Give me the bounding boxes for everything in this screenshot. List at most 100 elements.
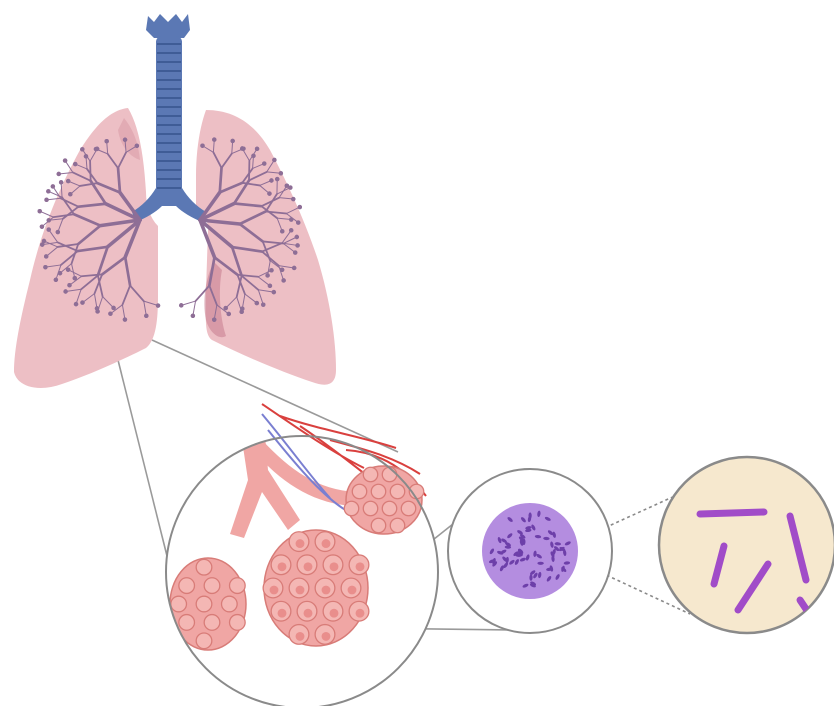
bronchiole-tip (63, 289, 67, 293)
alveolus (230, 578, 246, 594)
alveoli-cluster-right (263, 530, 369, 646)
granuloma-zoom (448, 469, 612, 633)
bronchiole-tip (223, 306, 227, 310)
bronchiole-tip (255, 147, 259, 151)
bacillus-rod (700, 512, 764, 514)
right-lung-lobe (196, 110, 336, 385)
trachea-top (146, 14, 190, 38)
alveolus (230, 615, 246, 631)
alveoli-zoom (166, 400, 438, 706)
alveolus-lumen (330, 609, 339, 618)
bronchiole-tip (44, 198, 48, 202)
zoom-line-lung-left (118, 360, 168, 560)
bronchiole-tip (295, 243, 299, 247)
alveolus (363, 501, 377, 515)
bronchiole-tip (66, 179, 70, 183)
granuloma-dot (537, 562, 543, 565)
bronchiole-tip (80, 300, 84, 304)
bronchiole-tip (51, 184, 55, 188)
bronchiole-tip (123, 138, 127, 142)
bronchiole-tip (288, 185, 292, 189)
alveolus-lumen (322, 539, 331, 548)
alveolus (363, 467, 377, 481)
alveolus-lumen (330, 562, 339, 571)
alveolus (382, 467, 396, 481)
bronchiole-tip (57, 172, 61, 176)
alveolus (390, 518, 404, 532)
alveolus-lumen (356, 562, 365, 571)
bronchiole-tip (56, 230, 60, 234)
bronchiole-tip (255, 301, 259, 305)
bronchiole-tip (227, 312, 231, 316)
bronchiole-tip (291, 197, 295, 201)
alveolus-lumen (278, 609, 287, 618)
bronchiole-tip (156, 303, 160, 307)
bronchiole-tip (240, 146, 244, 150)
bronchus-segment (220, 168, 222, 192)
alveolus (401, 501, 415, 515)
granuloma-dot (528, 512, 531, 518)
bronchiole-tip (66, 267, 70, 271)
bronchiole-tip (40, 224, 44, 228)
bronchiole-tip (54, 278, 58, 282)
bronchiole-tip (292, 266, 296, 270)
bronchiole-tip (95, 306, 99, 310)
alveolus (179, 615, 195, 631)
bronchiole-tip (298, 205, 302, 209)
bronchus-segment (181, 301, 195, 305)
bronchiole-tip (38, 209, 42, 213)
bronchiole-tip (47, 227, 51, 231)
bronchiole-tip (46, 189, 50, 193)
alveolus-lumen (296, 586, 305, 595)
bronchiole-tip (135, 144, 139, 148)
bronchiole-tip (43, 265, 47, 269)
bronchiole-tip (281, 278, 285, 282)
alveolus (371, 518, 385, 532)
alveolus (352, 484, 366, 498)
bronchus-segment (90, 161, 91, 181)
bronchiole-tip (289, 228, 293, 232)
alveolus-lumen (296, 539, 305, 548)
bronchiole-tip (212, 317, 216, 321)
bronchiole-tip (108, 312, 112, 316)
alveolus (344, 501, 358, 515)
bronchiole-tip (261, 302, 265, 306)
bronchus-segment (193, 301, 196, 316)
alveolus-lumen (296, 632, 305, 641)
alveolus-lumen (322, 632, 331, 641)
bronchiole-tip (272, 158, 276, 162)
lungs (14, 14, 336, 388)
bronchiole-tip (179, 303, 183, 307)
bronchiole-tip (59, 180, 63, 184)
bronchiole-tip (212, 137, 216, 141)
alveolus-lumen (270, 586, 279, 595)
bronchiole-tip (275, 177, 279, 181)
bacilli-zoom (659, 457, 834, 633)
bronchiole-tip (67, 283, 71, 287)
alveolus (196, 596, 212, 612)
alveolus-lumen (304, 609, 313, 618)
alveolus (171, 596, 187, 612)
bronchiole-tip (272, 290, 276, 294)
bronchiole-tip (267, 191, 271, 195)
alveolus-lumen (278, 562, 287, 571)
alveolus-lumen (304, 562, 313, 571)
bronchiole-tip (63, 158, 67, 162)
bronchiole-tip (40, 242, 44, 246)
bronchiole-tip (44, 254, 48, 258)
bronchiole-tip (74, 302, 78, 306)
alveolus (196, 559, 212, 575)
bronchiole-tip (104, 139, 108, 143)
bronchiole-tip (68, 192, 72, 196)
bronchiole-tip (73, 162, 77, 166)
bronchiole-tip (95, 147, 99, 151)
bronchiole-tip (123, 317, 127, 321)
alveolus (196, 633, 212, 649)
alveolus (204, 578, 220, 594)
alveolus (222, 596, 238, 612)
bronchiole-tip (269, 178, 273, 182)
bronchiole-tip (280, 229, 284, 233)
bronchiole-tip (240, 307, 244, 311)
